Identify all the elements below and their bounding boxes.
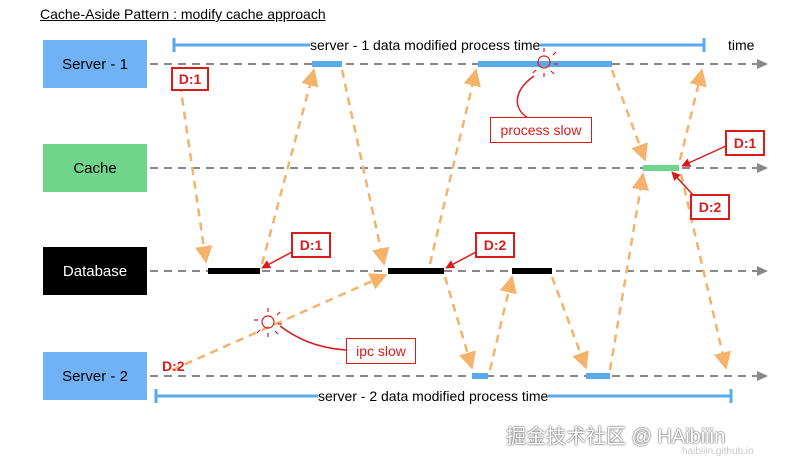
activation-bars	[208, 61, 679, 379]
message-arrows	[171, 68, 731, 372]
data-label-d1-database: D:1	[291, 232, 331, 258]
pointer-process-slow	[516, 75, 535, 119]
lifelines	[150, 59, 768, 381]
arrow-cache-to-s1	[678, 68, 707, 161]
arrow-s2-to-db-write	[171, 273, 388, 372]
activation-server1-a	[312, 61, 342, 67]
actor-server1: Server - 1	[43, 40, 147, 88]
actor-database: Database	[43, 247, 147, 295]
data-label-d2-cache: D:2	[690, 194, 730, 220]
lifeline-server2-arrow	[757, 371, 768, 381]
arrow-cache-to-s2	[679, 173, 731, 370]
pointer-d1-cache	[681, 145, 727, 167]
time-axis-label: time	[728, 37, 755, 53]
ipc-slow-spinner-icon	[254, 308, 282, 337]
note-process-slow: process slow	[490, 117, 592, 143]
activation-server2-b	[586, 373, 610, 379]
arrow-s1-to-db-write	[176, 69, 213, 264]
data-label-d2-database: D:2	[475, 232, 515, 258]
activation-database-a	[208, 268, 260, 274]
data-label-d2-server2: D:2	[162, 358, 185, 374]
pointer-d1-database	[261, 251, 293, 269]
actor-cache: Cache	[43, 144, 147, 192]
activation-server2-a	[472, 373, 488, 379]
data-label-d1-server1: D:1	[171, 67, 209, 91]
watermark-sub: haibiiin.github.io	[682, 446, 754, 457]
data-label-d1-cache: D:1	[725, 130, 765, 156]
label-pointers	[261, 75, 727, 351]
pointer-ipc-slow	[279, 325, 347, 351]
arrow-s1-to-cache-delete	[340, 69, 390, 266]
arrow-db-to-s1-ack	[260, 68, 319, 265]
lifeline-cache-arrow	[757, 163, 768, 173]
arrow-db-to-s2	[443, 276, 476, 370]
process-slow-spinner-icon	[532, 48, 558, 77]
actor-server2: Server - 2	[43, 352, 147, 400]
lifeline-database-arrow	[757, 266, 768, 276]
pointer-d2-database	[445, 251, 477, 269]
span-label-server2: server - 2 data modified process time	[318, 388, 549, 404]
activation-database-c	[512, 268, 552, 274]
arrow-s2-to-cache	[608, 172, 650, 371]
watermark-main: 掘金技术社区 @ HAibiiin	[506, 426, 726, 448]
span-label-server1: server - 1 data modified process time	[310, 37, 541, 53]
arrow-db-to-s1-b	[428, 68, 481, 265]
lifeline-server1-arrow	[757, 59, 768, 69]
arrow-db-to-s2-b	[550, 276, 589, 370]
pointer-d2-cache	[671, 171, 695, 197]
activation-cache	[643, 165, 679, 171]
activation-server1-b	[478, 61, 612, 67]
activation-database-b	[388, 268, 444, 274]
arrow-s2-to-db-b	[488, 275, 517, 371]
note-ipc-slow: ipc slow	[346, 338, 416, 364]
arrow-s1-to-cache	[610, 69, 648, 162]
diagram-title: Cache-Aside Pattern : modify cache appro…	[40, 6, 326, 22]
